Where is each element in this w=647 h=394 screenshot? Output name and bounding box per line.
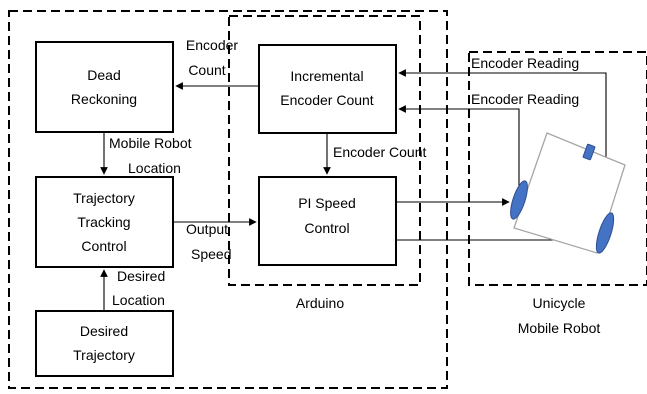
- robot-caption-line1: Unicycle: [533, 295, 586, 311]
- encoder-count-pi-label: Encoder Count: [333, 144, 427, 160]
- trajectory-tracking-line1: Trajectory: [73, 190, 135, 206]
- desired-trajectory-line2: Trajectory: [73, 347, 135, 363]
- pi-speed-line2: Control: [304, 220, 349, 236]
- encoder-reading-label-2: Encoder Reading: [471, 91, 579, 107]
- unicycle-robot-sketch: [510, 132, 626, 254]
- caster-wheel-icon: [582, 143, 596, 161]
- dead-reckoning-line2: Reckoning: [71, 91, 137, 107]
- dead-reckoning-line1: Dead: [87, 67, 120, 83]
- arduino-boundary: [228, 15, 421, 286]
- desired-location-line2: Location: [112, 292, 165, 308]
- pi-speed-block: PI Speed Control: [258, 176, 397, 266]
- left-wheel-icon: [510, 180, 528, 220]
- mobile-robot-location-line2: Location: [128, 160, 181, 176]
- robot-caption-line2: Mobile Robot: [518, 320, 601, 336]
- pi-speed-line1: PI Speed: [298, 195, 356, 211]
- incremental-encoder-line1: Incremental: [290, 68, 363, 84]
- incremental-encoder-block: Incremental Encoder Count: [258, 44, 397, 134]
- output-speed-line2: Speed: [191, 246, 231, 262]
- mobile-robot-location-line1: Mobile Robot: [109, 135, 192, 151]
- output-speed-line1: Output: [186, 221, 228, 237]
- dead-reckoning-block: Dead Reckoning: [35, 41, 174, 133]
- desired-location-line1: Desired: [117, 268, 165, 284]
- right-wheel-icon: [595, 212, 615, 254]
- desired-trajectory-block: Desired Trajectory: [35, 310, 174, 377]
- encoder-count-label-line1: Encoder: [186, 37, 238, 53]
- system-boundary: [8, 10, 448, 389]
- encoder-count-label-line2: Count: [188, 62, 225, 78]
- arduino-caption: Arduino: [296, 295, 344, 311]
- encoder-reading-label-1: Encoder Reading: [471, 55, 579, 71]
- trajectory-tracking-line2: Tracking: [77, 214, 130, 230]
- robot-boundary: [468, 51, 647, 286]
- trajectory-tracking-line3: Control: [81, 238, 126, 254]
- desired-trajectory-line1: Desired: [80, 323, 128, 339]
- incremental-encoder-line2: Encoder Count: [280, 92, 374, 108]
- trajectory-tracking-block: Trajectory Tracking Control: [35, 176, 174, 268]
- left-encoder-reading-arrow: [398, 105, 520, 187]
